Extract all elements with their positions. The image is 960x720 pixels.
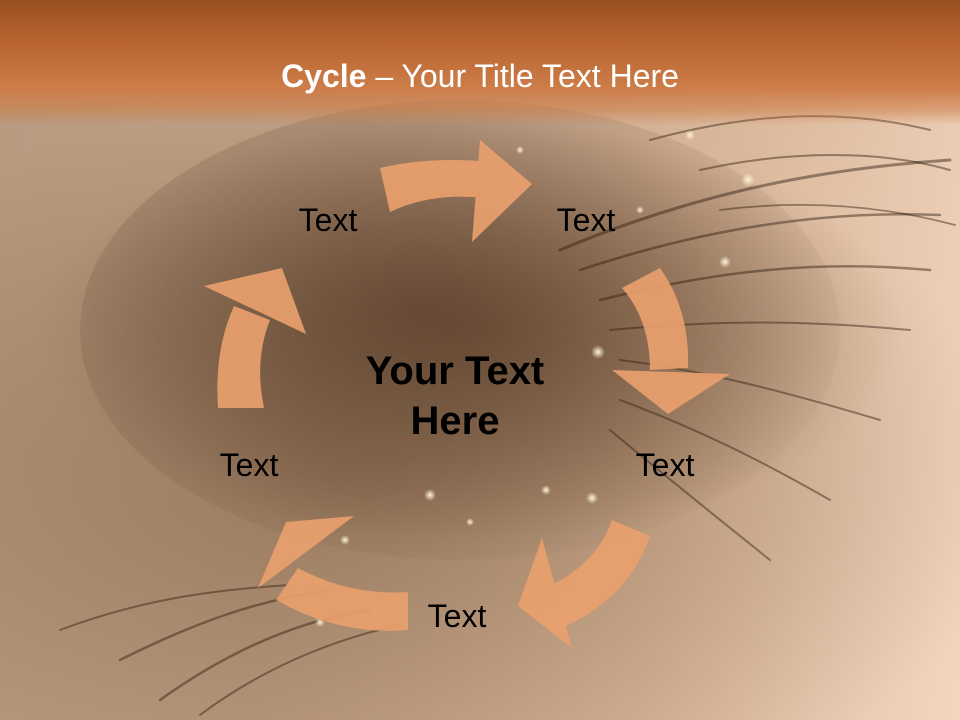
- cycle-label-1: Text: [298, 202, 358, 238]
- title-rest: – Your Title Text Here: [366, 58, 679, 94]
- cycle-arrow-upper-right: [612, 268, 730, 414]
- slide-title: Cycle – Your Title Text Here: [0, 56, 960, 96]
- cycle-label-4: Text: [427, 598, 487, 634]
- cycle-arrow-top: [380, 140, 532, 242]
- cycle-arrow-bottom: [258, 516, 408, 631]
- sparkles: [315, 130, 755, 627]
- cycle-label-5: Text: [219, 447, 279, 483]
- eyelid-shadow: [80, 100, 840, 560]
- cycle-arrow-left: [204, 268, 306, 408]
- cycle-arrow-lower-right: [518, 520, 650, 648]
- center-text: Your Text Here: [365, 349, 545, 443]
- cycle-label-2: Text: [556, 202, 616, 238]
- cycle-label-3: Text: [635, 447, 695, 483]
- title-band: [0, 0, 960, 125]
- title-bold: Cycle: [281, 58, 367, 94]
